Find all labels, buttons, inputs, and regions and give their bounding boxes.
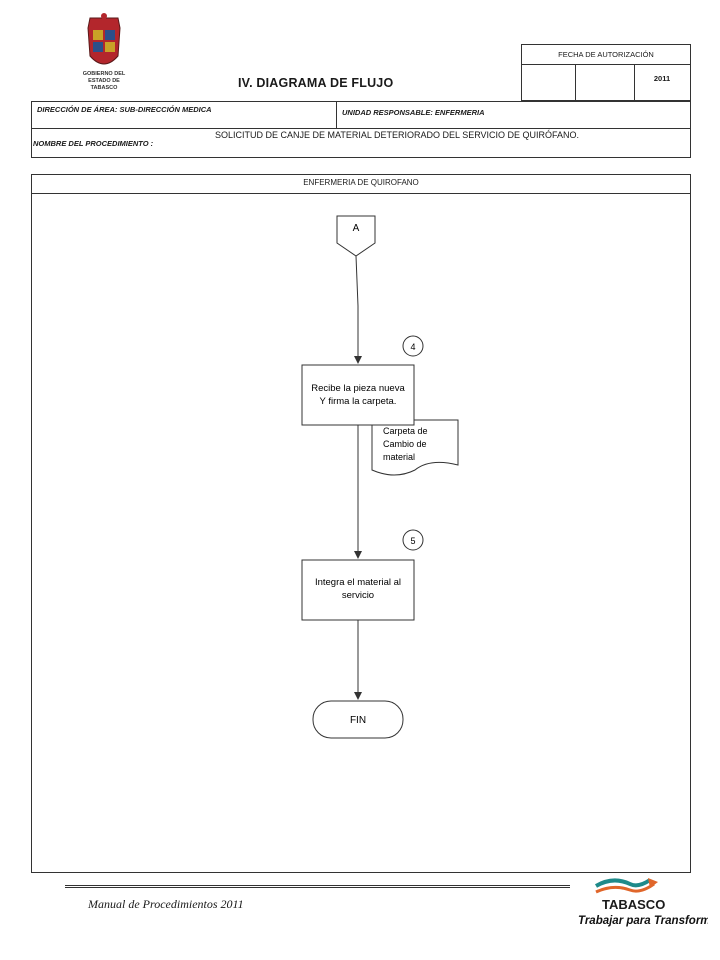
authorization-date-box: FECHA DE AUTORIZACIÓN 2011 [521, 44, 691, 101]
flow-line-a-to-step4 [354, 255, 362, 364]
logo-line-2: ESTADO DE [88, 78, 120, 84]
swimlane: ENFERMERIA DE QUIROFANO [31, 174, 691, 873]
logo-line-3: TABASCO [91, 85, 119, 91]
procedure-value: SOLICITUD DE CANJE DE MATERIAL DETERIORA… [215, 130, 580, 140]
footer-rule [65, 885, 570, 888]
footer-manual: Manual de Procedimientos 2011 [88, 897, 244, 911]
tabasco-brand-logo: TABASCO Trabajar para Transformar [578, 872, 720, 932]
step5-line-2: servicio [342, 590, 374, 601]
brand-slogan: Trabajar para Transformar [578, 915, 708, 927]
connector-a-label: A [353, 223, 360, 234]
procedure-label: NOMBRE DEL PROCEDIMIENTO : [33, 139, 154, 148]
step4-number-circle [402, 335, 424, 357]
document-line-1: Carpeta de [383, 426, 428, 436]
swimlane-title: ENFERMERIA DE QUIROFANO [303, 178, 419, 187]
step4-number: 4 [410, 342, 415, 352]
document-line-3: material [383, 452, 415, 462]
end-label: FIN [350, 715, 366, 726]
unidad-responsable: UNIDAD RESPONSABLE: ENFERMERIA [342, 108, 485, 117]
offpage-connector-a [336, 215, 376, 257]
logo-line-1: GOBIERNO DEL [83, 71, 126, 77]
step5-number-circle [402, 529, 424, 551]
page-title: IV. DIAGRAMA DE FLUJO [238, 76, 394, 90]
procedure-name-row: NOMBRE DEL PROCEDIMIENTO : SOLICITUD DE … [31, 128, 691, 158]
step4-line-2: Y firma la carpeta. [320, 396, 397, 407]
step5-process-box [301, 559, 415, 621]
step4-line-1: Recibe la pieza nueva [311, 383, 405, 394]
swimlane-header-divider [32, 193, 690, 194]
brand-name: TABASCO [602, 897, 665, 912]
authorization-year: 2011 [653, 74, 671, 83]
document-line-2: Cambio de [383, 439, 427, 449]
step5-line-1: Integra el material al [315, 577, 401, 588]
step5-number: 5 [410, 536, 415, 546]
authorization-date-label: FECHA DE AUTORIZACIÓN [558, 50, 654, 59]
direccion-area: DIRECCIÓN DE ÁREA: SUB-DIRECCIÓN MEDICA [37, 105, 212, 114]
document-carpeta [371, 419, 459, 476]
coat-of-arms-logo: GOBIERNO DEL ESTADO DE TABASCO [68, 12, 140, 94]
end-terminator [312, 700, 404, 739]
step4-process-box [301, 364, 415, 426]
